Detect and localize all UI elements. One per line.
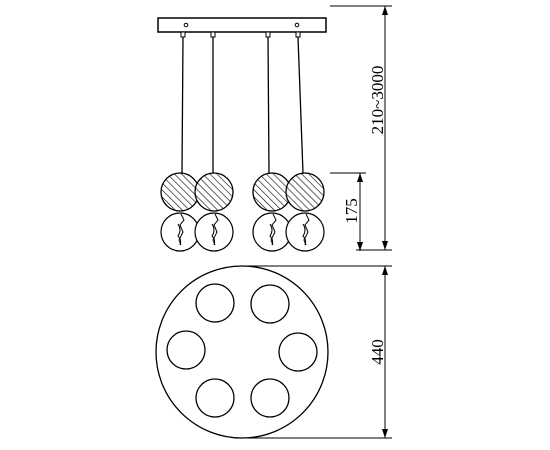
dimension-globe [330,172,366,251]
top-globe-3 [166,330,206,370]
suspension-cables [181,36,304,174]
hatched-globes [160,172,325,212]
top-globe-4 [278,332,318,372]
dimension-canopy [242,265,392,439]
dim-suspension-label: 210~3000 [368,66,387,135]
canopy-outline [155,265,329,439]
dimension-suspension [330,5,392,251]
top-globe-1 [195,283,235,323]
top-globe-6 [250,378,290,418]
globe-hatched-1 [160,172,200,212]
top-view [155,265,329,439]
dim-canopy-label: 440 [368,339,387,365]
globe-hatched-2 [194,172,234,212]
globe-hatched-3 [252,172,292,212]
ceiling-plate [157,17,327,33]
top-globe-5 [195,378,235,418]
dim-globe-label: 175 [342,198,361,224]
globe-hatched-4 [285,172,325,212]
top-globe-2 [250,284,290,324]
bulb-filaments [177,213,310,246]
clear-globes [160,212,325,252]
